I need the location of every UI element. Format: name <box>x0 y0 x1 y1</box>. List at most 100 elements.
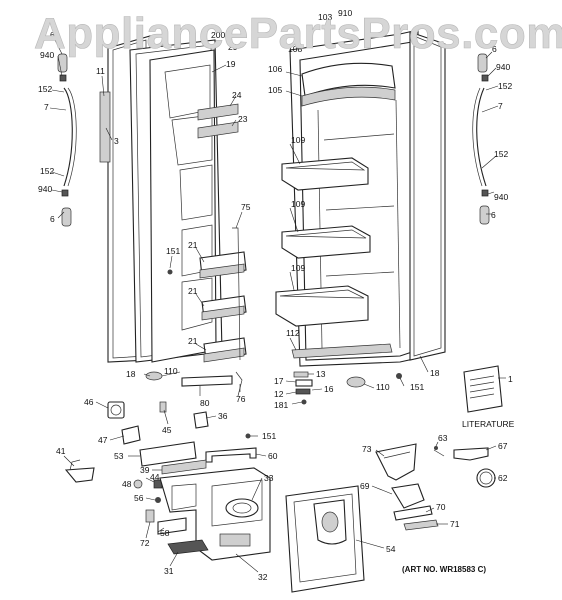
callout-75: 75 <box>241 202 251 212</box>
callout-17: 17 <box>274 376 284 386</box>
callout-41: 41 <box>56 446 66 456</box>
callout-13: 13 <box>316 369 326 379</box>
handle-left <box>63 87 73 187</box>
callout-62: 62 <box>498 473 508 483</box>
drip-tray-31 <box>167 539 209 555</box>
door-handle-bracket <box>99 91 111 163</box>
callout-21: 21 <box>188 286 198 296</box>
callout-36: 36 <box>218 411 228 421</box>
callout-39: 39 <box>140 465 150 475</box>
part-58 <box>157 517 187 535</box>
handle-right <box>476 87 487 187</box>
callout-103: 103 <box>318 12 332 22</box>
freezer-bin-21-top <box>199 251 247 279</box>
callout-24: 24 <box>232 90 242 100</box>
freezer-bin-21-middle <box>201 295 247 321</box>
motor-33 <box>225 498 259 518</box>
door-trim-112 <box>291 343 393 359</box>
part-56 <box>155 497 161 503</box>
callout-21: 21 <box>188 240 198 250</box>
handle-60 <box>205 447 257 463</box>
chute-73 <box>375 443 417 481</box>
callout-47: 47 <box>98 435 108 445</box>
dairy-door-106 <box>301 62 396 107</box>
screw-151-fresh-food <box>396 373 402 379</box>
callout-152: 152 <box>38 84 52 94</box>
callout-32: 32 <box>258 572 268 582</box>
fresh-food-door <box>275 29 446 405</box>
callout-80: 80 <box>200 398 210 408</box>
callout-21: 21 <box>188 336 198 346</box>
hinge-cap-110-left <box>145 371 163 381</box>
callout-67: 67 <box>498 441 508 451</box>
screw-940-top-left <box>59 74 67 82</box>
actuator-47 <box>121 425 141 445</box>
callout-1: 1 <box>508 374 513 384</box>
callout-7: 7 <box>44 102 49 112</box>
clip-45 <box>159 401 167 413</box>
callout-18: 18 <box>126 369 136 379</box>
callout-6: 6 <box>492 44 497 54</box>
callout-151: 151 <box>262 431 276 441</box>
callout-11: 11 <box>96 66 105 76</box>
callout-6: 6 <box>50 30 55 40</box>
callout-70: 70 <box>436 502 446 512</box>
tube-75 <box>232 227 241 361</box>
callout-181: 181 <box>274 400 288 410</box>
callout-44: 44 <box>150 472 160 482</box>
callout-151: 151 <box>166 246 180 256</box>
chute-door-69 <box>391 483 425 509</box>
callout-109: 109 <box>291 263 305 273</box>
handle-cap-bottom-left <box>61 207 72 227</box>
wire-76 <box>235 371 243 397</box>
hinge-cap-110-right <box>346 376 366 388</box>
callout-19: 19 <box>226 59 236 69</box>
callout-108: 108 <box>288 44 302 54</box>
leader-lines <box>49 39 506 573</box>
left-handle-assembly <box>57 53 77 227</box>
callout-112: 112 <box>286 328 300 338</box>
callout-69: 69 <box>360 481 370 491</box>
part-72 <box>145 509 155 523</box>
lever-67 <box>453 447 489 461</box>
callout-6: 6 <box>50 214 55 224</box>
callout-23: 23 <box>238 114 248 124</box>
callout-31: 31 <box>164 566 174 576</box>
lever-41 <box>64 467 95 483</box>
callout-46: 46 <box>84 397 94 407</box>
screw-940-bottom-left <box>61 189 69 197</box>
callout-152: 152 <box>40 166 54 176</box>
freezer-shelf-24 <box>197 103 239 121</box>
cover-53 <box>139 441 197 467</box>
callout-60: 60 <box>268 451 278 461</box>
callout-54: 54 <box>386 544 396 554</box>
callout-910: 910 <box>338 8 352 18</box>
callout-110: 110 <box>164 366 178 376</box>
literature-label: LITERATURE <box>462 419 515 429</box>
callout-106: 106 <box>268 64 282 74</box>
callout-73: 73 <box>362 444 372 454</box>
door-bin-109-top <box>281 157 369 191</box>
literature-booklet: LITERATURE <box>462 365 515 429</box>
freezer-shelf-23 <box>197 121 239 139</box>
callout-3: 3 <box>114 136 119 146</box>
part-48 <box>133 479 143 489</box>
callout-940: 940 <box>40 50 54 60</box>
callout-152: 152 <box>494 149 508 159</box>
bracket-36 <box>193 411 209 429</box>
callout-110: 110 <box>376 382 390 392</box>
dispenser-cover-54 <box>285 485 365 593</box>
plate-39 <box>161 459 207 475</box>
bracket-70 <box>393 505 433 521</box>
callout-940: 940 <box>494 192 508 202</box>
callout-72: 72 <box>140 538 150 548</box>
part-71 <box>403 519 439 531</box>
watermark-logo: AppliancePartsPros.com <box>34 9 562 58</box>
callout-29: 29 <box>228 42 238 52</box>
callout-labels: 6 940 152 7 152 940 6 11 3 200 29 19 24 … <box>38 8 513 582</box>
freezer-door <box>99 35 247 397</box>
art-number: (ART NO. WR18583 C) <box>402 565 486 574</box>
freezer-bin-21-bottom <box>203 337 247 363</box>
callout-76: 76 <box>236 394 246 404</box>
